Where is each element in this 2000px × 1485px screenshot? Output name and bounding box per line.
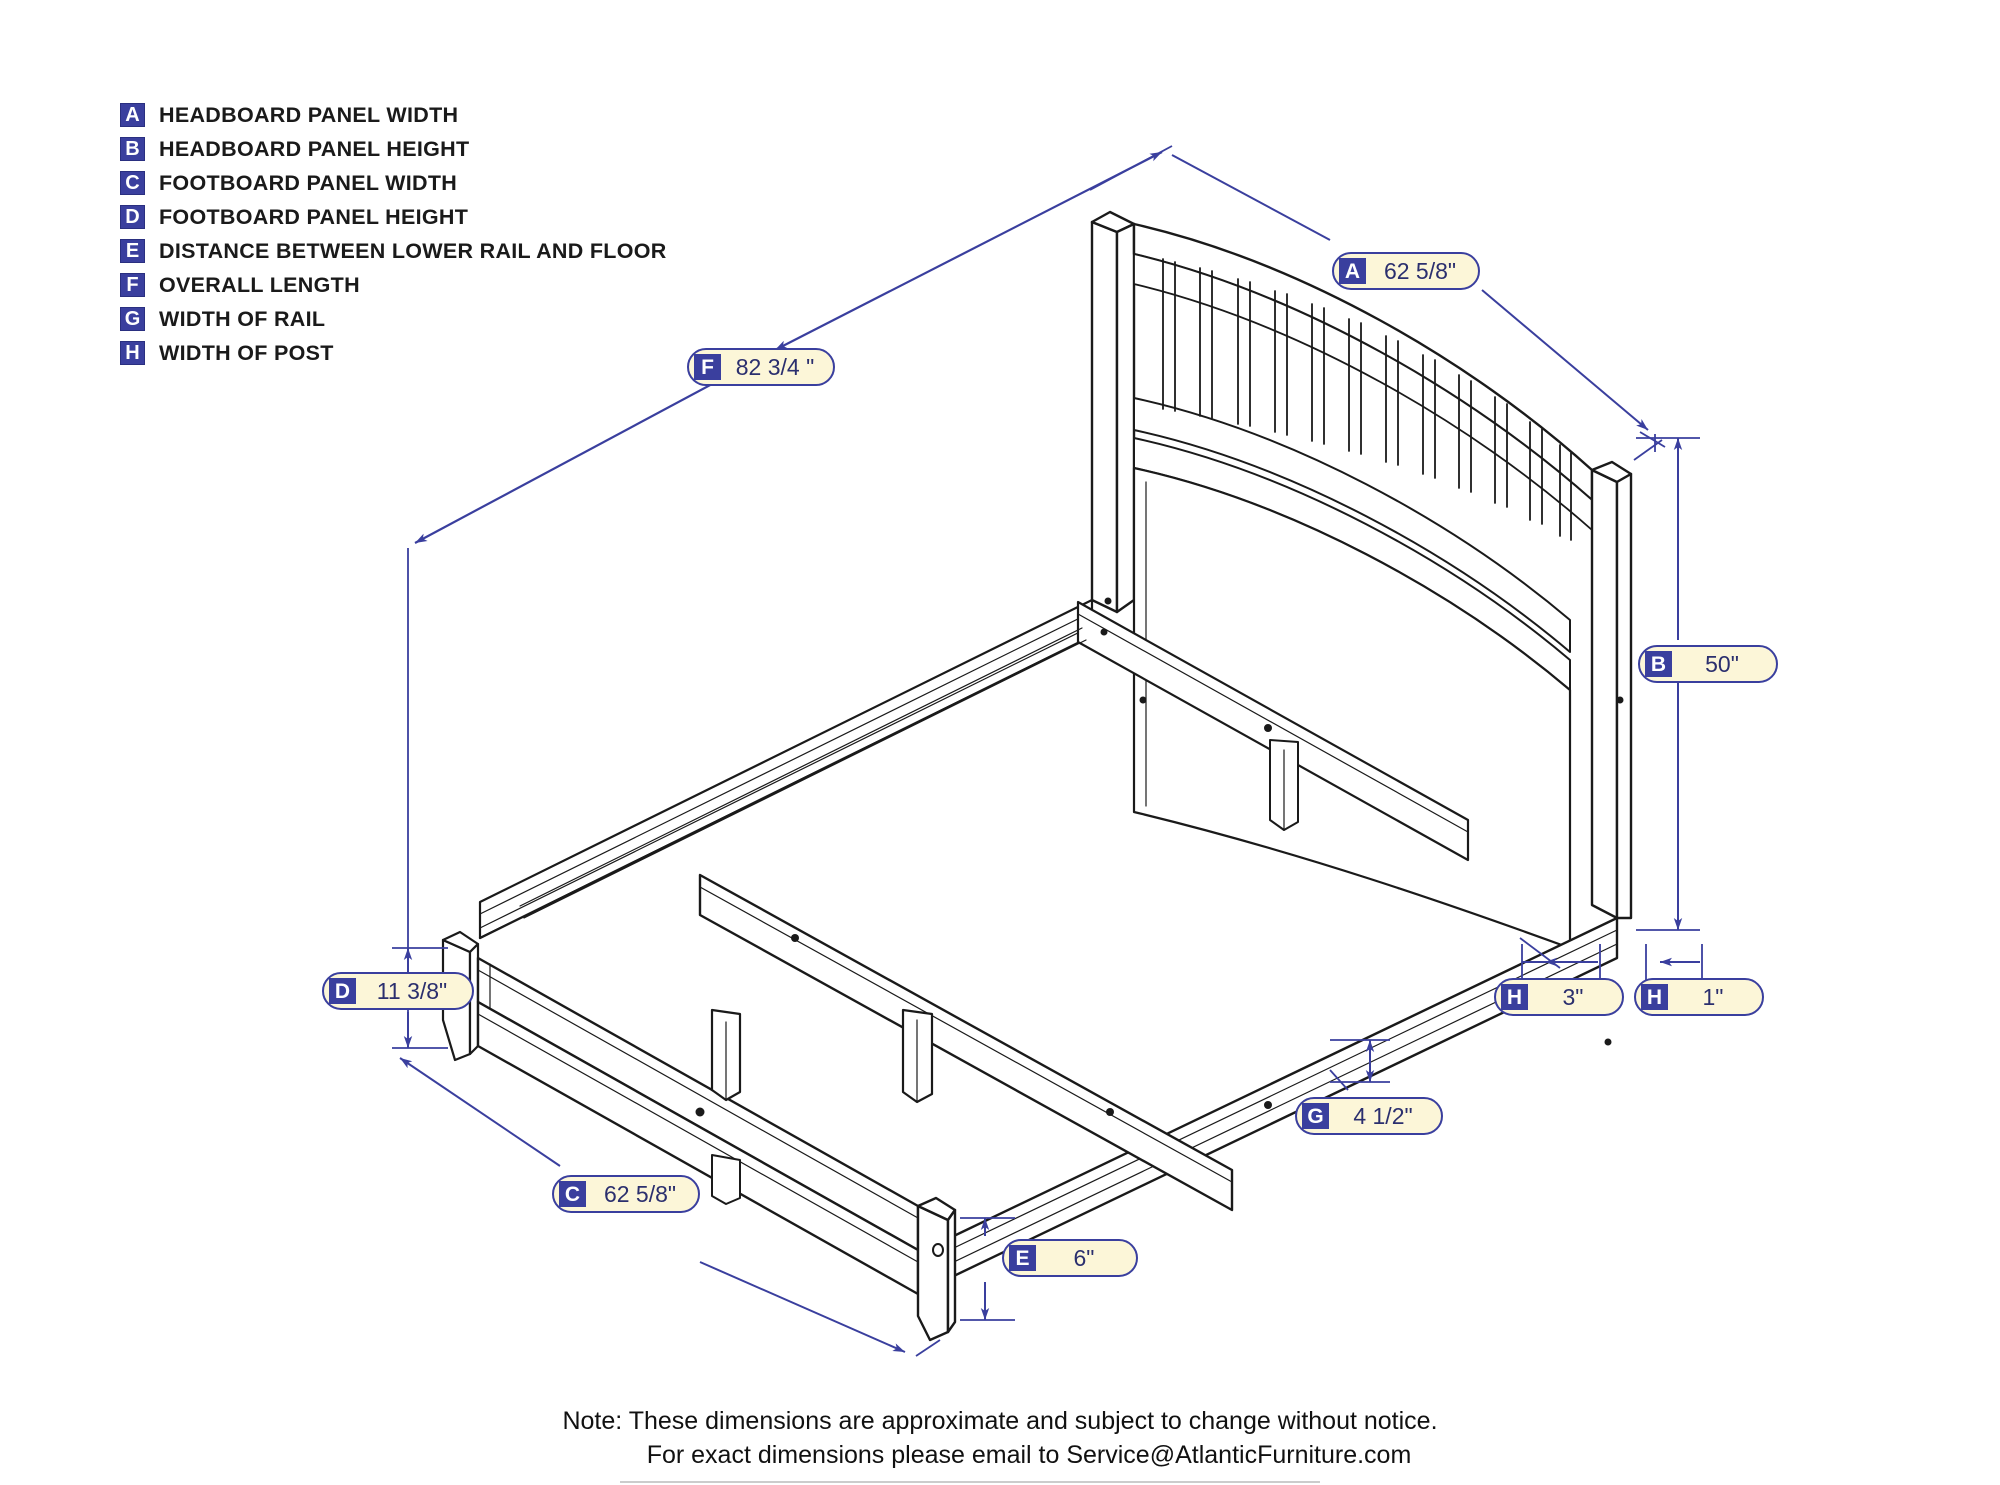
- legend-label-e: DISTANCE BETWEEN LOWER RAIL AND FLOOR: [159, 238, 667, 263]
- callout-d-footboard-panel-height: D 11 3/8": [322, 972, 474, 1010]
- callout-c-footboard-panel-width: C 62 5/8": [552, 1175, 700, 1213]
- dimension-legend: A HEADBOARD PANEL WIDTH B HEADBOARD PANE…: [120, 98, 760, 370]
- legend-badge-c: C: [120, 171, 145, 195]
- legend-badge-e: E: [120, 239, 145, 263]
- legend-item-b: B HEADBOARD PANEL HEIGHT: [120, 132, 760, 166]
- legend-label-c: FOOTBOARD PANEL WIDTH: [159, 170, 458, 195]
- legend-label-g: WIDTH OF RAIL: [159, 306, 326, 331]
- legend-label-d: FOOTBOARD PANEL HEIGHT: [159, 204, 469, 229]
- legend-item-h: H WIDTH OF POST: [120, 336, 760, 370]
- callout-badge-a: A: [1339, 258, 1366, 284]
- legend-item-d: D FOOTBOARD PANEL HEIGHT: [120, 200, 760, 234]
- callout-value-b: 50": [1705, 650, 1739, 677]
- callout-h-width-of-post-3in: H 3": [1494, 978, 1624, 1016]
- legend-badge-b: B: [120, 137, 145, 161]
- legend-item-f: F OVERALL LENGTH: [120, 268, 760, 302]
- legend-item-c: C FOOTBOARD PANEL WIDTH: [120, 166, 760, 200]
- legend-item-g: G WIDTH OF RAIL: [120, 302, 760, 336]
- legend-label-h: WIDTH OF POST: [159, 340, 334, 365]
- callout-badge-h1: H: [1501, 984, 1528, 1010]
- bed-geometry: [441, 210, 1633, 1342]
- note-line-1: Note: These dimensions are approximate a…: [562, 1407, 1438, 1435]
- callout-value-g: 4 1/2": [1353, 1102, 1413, 1129]
- legend-badge-h: H: [120, 341, 145, 365]
- callout-badge-b: B: [1645, 651, 1672, 677]
- legend-badge-f: F: [120, 273, 145, 297]
- callout-badge-c: C: [559, 1181, 586, 1207]
- legend-label-a: HEADBOARD PANEL WIDTH: [159, 102, 459, 127]
- legend-badge-d: D: [120, 205, 145, 229]
- callout-f-overall-length: F 82 3/4 ": [687, 348, 835, 386]
- legend-item-e: E DISTANCE BETWEEN LOWER RAIL AND FLOOR: [120, 234, 760, 268]
- callout-badge-g: G: [1302, 1103, 1329, 1129]
- legend-item-a: A HEADBOARD PANEL WIDTH: [120, 98, 760, 132]
- callout-value-e: 6": [1073, 1244, 1095, 1271]
- callout-value-a: 62 5/8": [1383, 257, 1457, 284]
- callout-b-headboard-panel-height: B 50": [1638, 645, 1778, 683]
- callout-g-width-of-rail: G 4 1/2": [1295, 1097, 1443, 1135]
- callout-value-c: 62 5/8": [603, 1180, 677, 1207]
- legend-badge-g: G: [120, 307, 145, 331]
- callout-badge-f: F: [694, 354, 721, 380]
- footer-note: Note: These dimensions are approximate a…: [0, 1404, 2000, 1472]
- callout-badge-d: D: [329, 978, 356, 1004]
- legend-label-f: OVERALL LENGTH: [159, 272, 360, 297]
- callout-a-headboard-panel-width: A 62 5/8": [1332, 252, 1480, 290]
- legend-badge-a: A: [120, 103, 145, 127]
- callout-value-d: 11 3/8": [376, 977, 448, 1004]
- legend-label-b: HEADBOARD PANEL HEIGHT: [159, 136, 470, 161]
- bottom-divider: [620, 1481, 1320, 1483]
- callout-value-h2: 1": [1702, 983, 1724, 1010]
- callout-badge-e: E: [1009, 1245, 1036, 1271]
- callout-value-f: 82 3/4 ": [735, 353, 815, 380]
- callout-value-h1: 3": [1562, 983, 1584, 1010]
- callout-h-width-of-post-1in: H 1": [1634, 978, 1764, 1016]
- dimension-lines: [392, 145, 1703, 1357]
- note-line-2: For exact dimensions please email to Ser…: [646, 1441, 1412, 1469]
- callout-e-lower-rail-to-floor: E 6": [1002, 1239, 1138, 1277]
- callout-badge-h2: H: [1641, 984, 1668, 1010]
